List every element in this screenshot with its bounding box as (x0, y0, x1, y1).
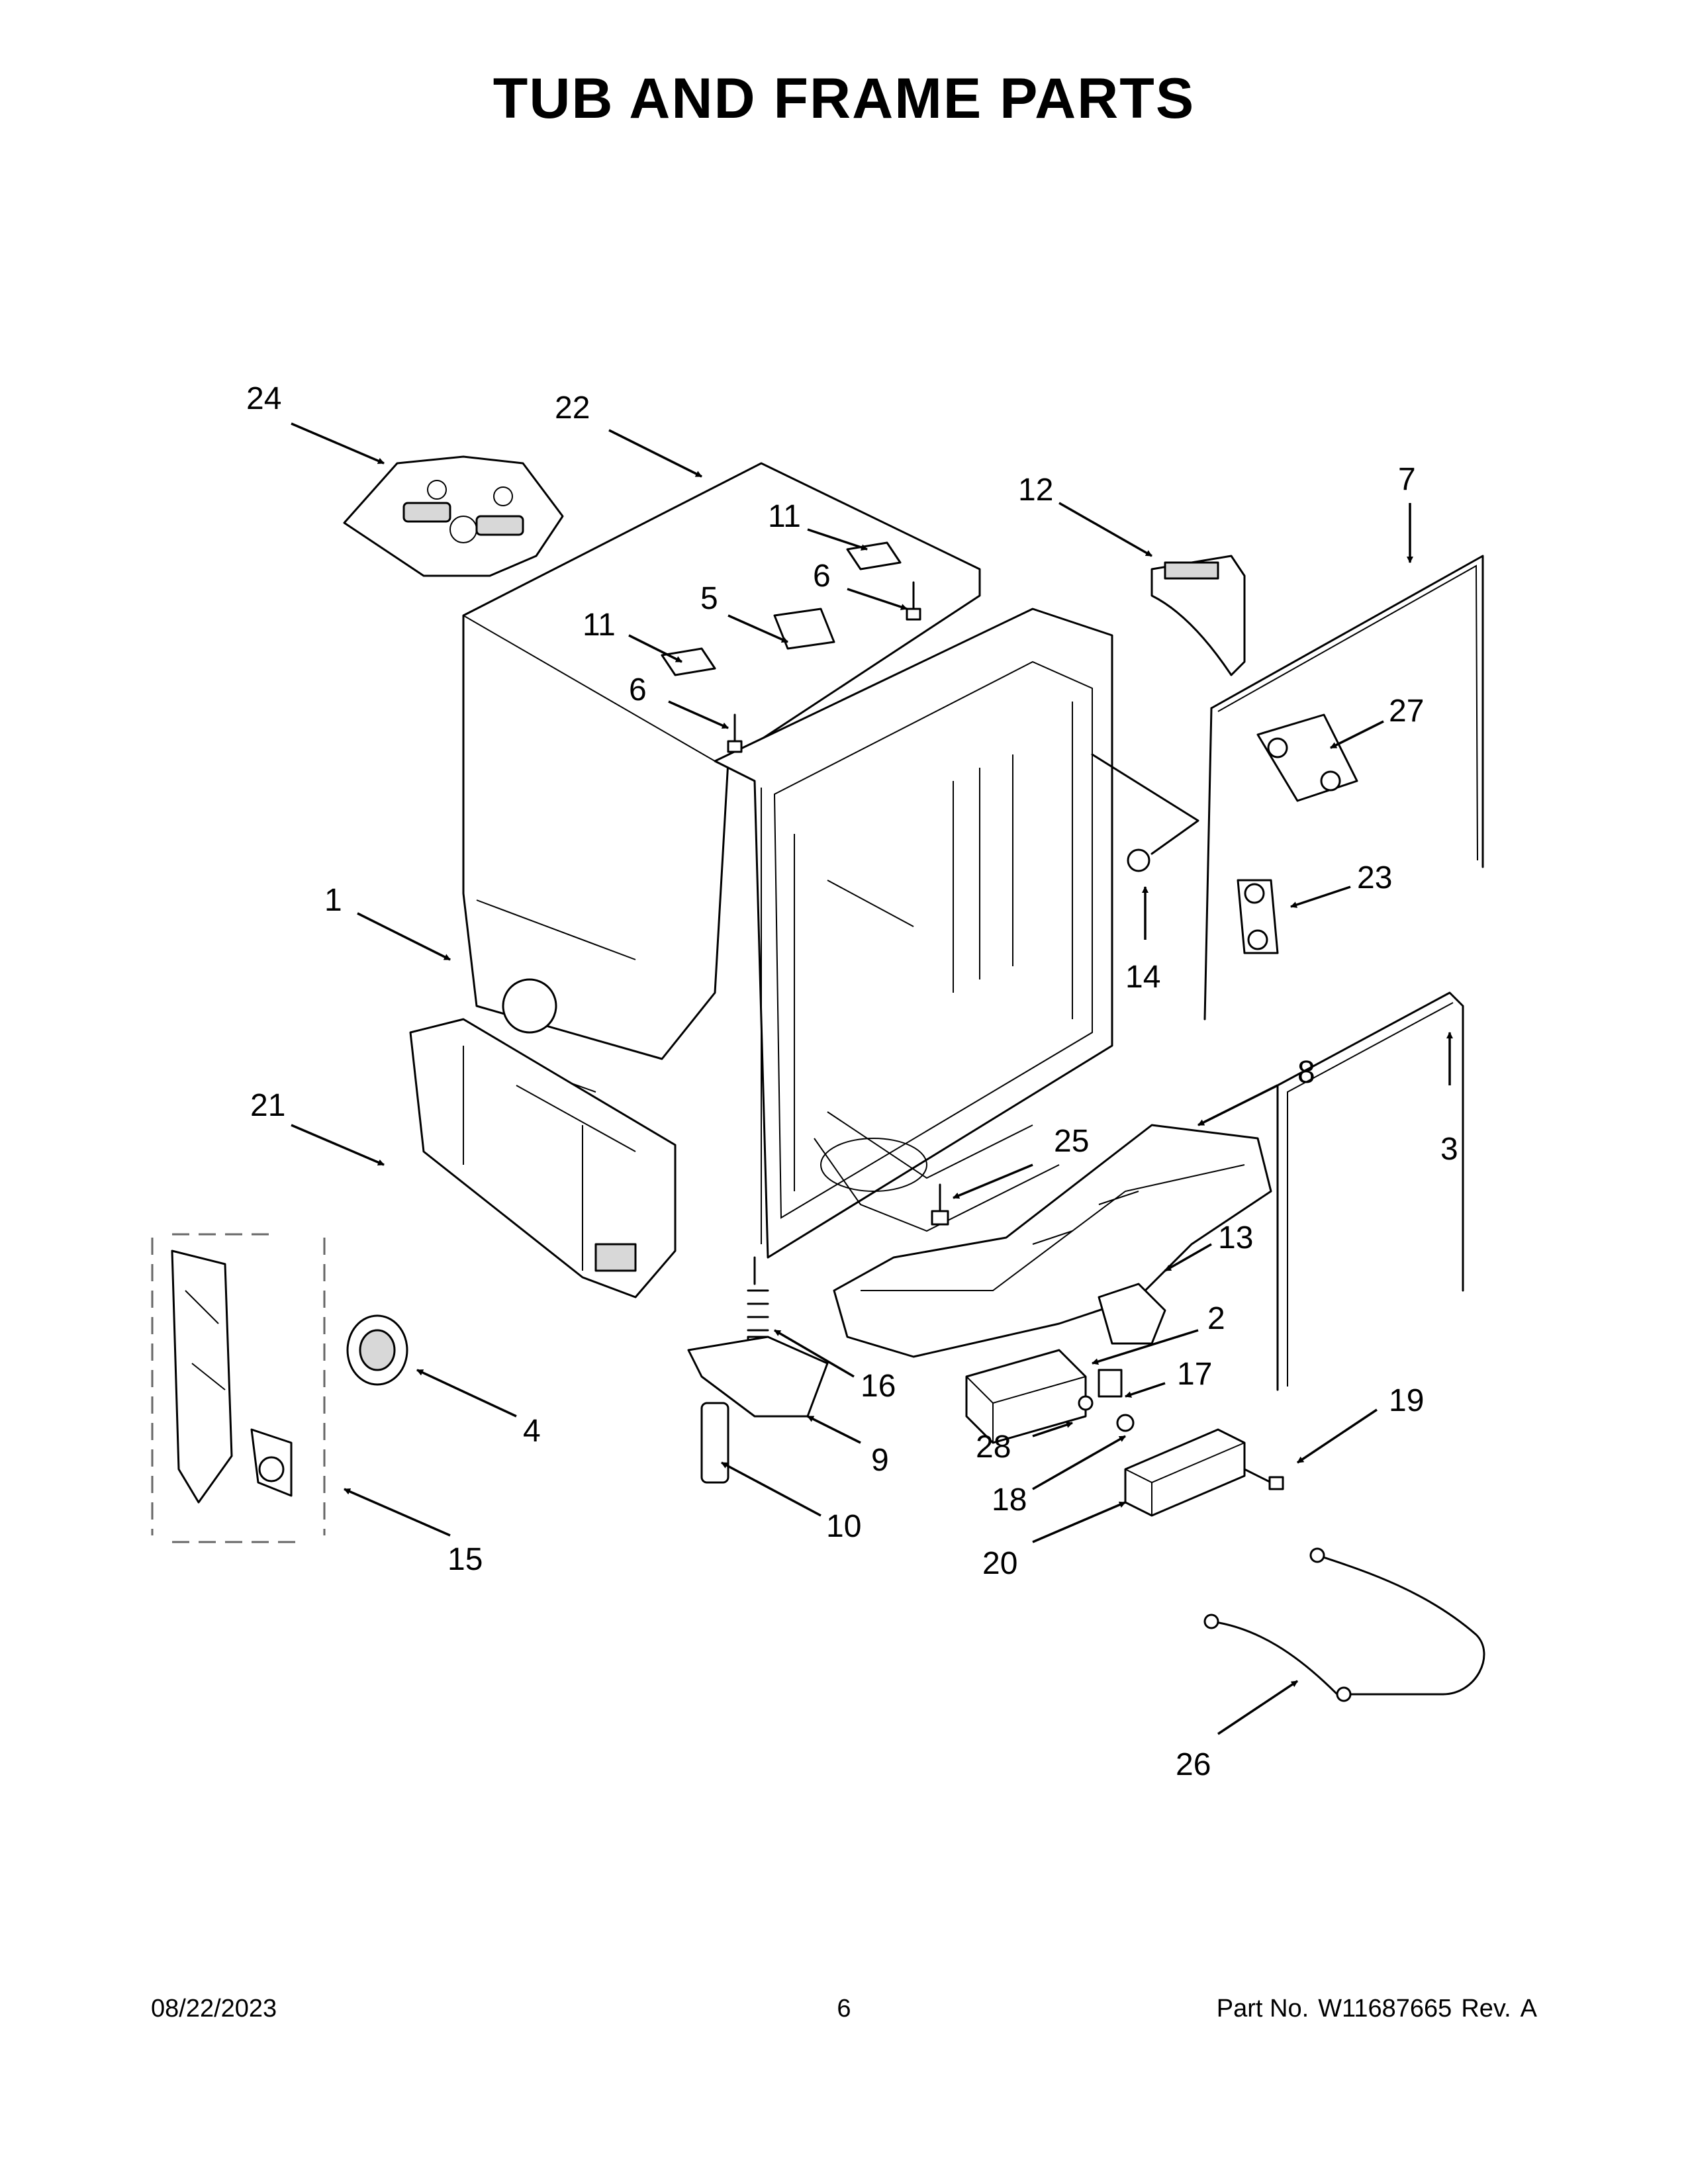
door-gasket-part (1203, 555, 1484, 1021)
footer-page-number: 6 (837, 1995, 851, 2023)
callout-9: 9 (871, 1443, 889, 1478)
page-title: TUB AND FRAME PARTS (492, 67, 1196, 130)
callout-26: 26 (1176, 1747, 1211, 1782)
plug-part (1127, 848, 1150, 872)
wire-harness-part (1203, 1547, 1485, 1702)
callout-16: 16 (861, 1369, 896, 1404)
callout-3: 3 (1440, 1132, 1458, 1167)
callout-11: 11 (768, 499, 801, 534)
callout-labels: 24 22 11 6 5 11 6 12 7 27 23 14 1 21 8 3… (246, 381, 1458, 1782)
hardware-bag-part (343, 455, 564, 577)
screw-part-19 (1243, 1468, 1284, 1490)
footer-part-number: Part No. W11687665 Rev. A (1207, 1995, 1537, 2023)
part-label: Part No. (1216, 1995, 1309, 2023)
base-part (833, 1124, 1272, 1358)
callout-5: 5 (700, 581, 718, 616)
callout-4: 4 (523, 1414, 541, 1449)
module-housing-part (965, 1349, 1087, 1444)
callout-11: 11 (583, 608, 616, 643)
tub-gasket-part (1276, 991, 1464, 1391)
callout-23: 23 (1357, 860, 1392, 895)
callout-12: 12 (1018, 473, 1053, 508)
vent-part (1150, 555, 1246, 676)
rack-adjuster-part (1237, 713, 1358, 954)
callout-21: 21 (250, 1088, 285, 1123)
callout-14: 14 (1125, 960, 1160, 995)
callout-arrows (291, 422, 1453, 1735)
callout-25: 25 (1054, 1124, 1089, 1159)
callout-1: 1 (324, 883, 342, 918)
screw-part (931, 1183, 949, 1226)
callout-27: 27 (1389, 694, 1424, 729)
callout-24: 24 (246, 381, 281, 416)
callout-17: 17 (1177, 1357, 1212, 1392)
callout-28: 28 (976, 1430, 1011, 1465)
bracket-part (1098, 1283, 1166, 1345)
pump-cap-part (346, 1314, 408, 1386)
callout-15: 15 (447, 1542, 483, 1577)
callout-13: 13 (1218, 1220, 1253, 1255)
small-hardware-part (1078, 1369, 1135, 1432)
callout-7: 7 (1398, 462, 1416, 497)
rev-value: A (1520, 1995, 1537, 2023)
callout-10: 10 (826, 1509, 861, 1544)
callout-2: 2 (1207, 1301, 1225, 1336)
plug-leader (1091, 753, 1199, 855)
callout-19: 19 (1389, 1383, 1424, 1418)
rev-label: Rev. (1461, 1995, 1511, 2023)
part-number: W11687665 (1318, 1995, 1452, 2023)
callout-20: 20 (982, 1546, 1017, 1581)
callout-8: 8 (1297, 1055, 1315, 1090)
callout-18: 18 (992, 1482, 1027, 1518)
leg-part (700, 1402, 729, 1484)
footer-date: 08/22/2023 (151, 1995, 277, 2023)
cover-part (1124, 1428, 1246, 1517)
callout-22: 22 (555, 390, 590, 426)
callout-6: 6 (629, 672, 647, 707)
callout-6: 6 (813, 559, 831, 594)
tub-part (714, 608, 1113, 1259)
dispenser-panel-part (151, 1233, 326, 1543)
front-frame-part (409, 1018, 677, 1298)
